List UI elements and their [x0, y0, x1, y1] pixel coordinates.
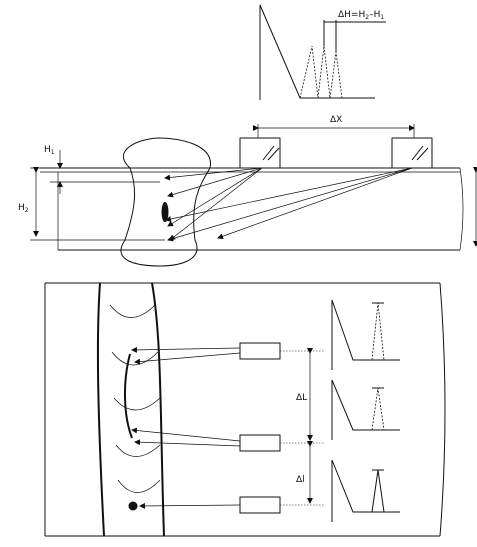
- weld-edges: [96, 282, 165, 537]
- plan-ascan-2: [331, 379, 400, 440]
- weld-defect: [161, 202, 169, 222]
- cross-section-plate: [40, 167, 464, 251]
- scan-arcs: [109, 304, 161, 493]
- probe-right: [391, 137, 433, 169]
- probe-left: [239, 137, 281, 169]
- plan-view-frame: [44, 282, 446, 537]
- delta-l-upper-label: ΔL: [296, 393, 307, 403]
- delta-x-label: ΔX: [330, 115, 342, 125]
- plan-extension-lines: [280, 350, 325, 506]
- plan-ascan-1: [331, 299, 400, 370]
- h2-label: H2: [18, 203, 29, 214]
- top-ascan-waveform: [259, 4, 386, 100]
- beam-paths-right-probe: [165, 167, 413, 242]
- plan-probe-1: [239, 342, 281, 360]
- delta-h-label: ΔH=H2–H1: [338, 10, 384, 21]
- h1-label: H1: [44, 145, 55, 156]
- h1-dimension: [50, 150, 160, 194]
- plan-ascan-3: [331, 459, 400, 522]
- plan-linear-defect: [124, 353, 133, 439]
- plan-probe-3: [239, 496, 281, 514]
- beam-paths-left-probe: [164, 167, 263, 241]
- plan-probe-2: [239, 434, 281, 452]
- delta-l-lower-label: Δl: [296, 475, 305, 485]
- plan-beam-paths: [131, 346, 241, 509]
- plan-point-defect: [128, 501, 138, 511]
- weld-cross-section: [120, 137, 211, 267]
- h2-dimension: [30, 167, 165, 241]
- delta-x-dimension: [253, 124, 415, 138]
